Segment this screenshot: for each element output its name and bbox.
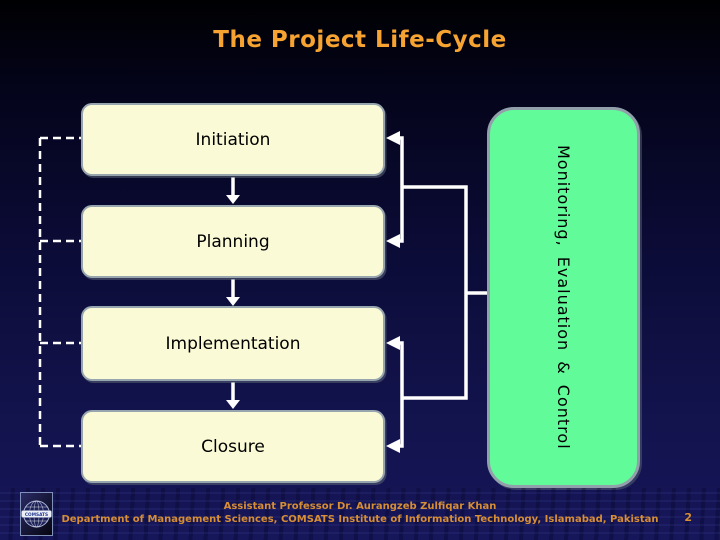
footer-credits: Assistant Professor Dr. Aurangzeb Zulfiq… (0, 500, 720, 526)
stage-box-initiation: Initiation (81, 103, 385, 176)
stage-box-implementation: Implementation (81, 306, 385, 381)
footer-line2: Department of Management Sciences, COMSA… (61, 514, 659, 525)
page-number: 2 (684, 511, 692, 524)
stage-label: Planning (196, 231, 270, 252)
comsats-logo-graphic: COMSATS (20, 492, 53, 536)
monitoring-connectors (397, 136, 488, 448)
stage-label: Implementation (165, 333, 301, 354)
stage-box-planning: Planning (81, 205, 385, 278)
monitoring-panel-label: Monitoring, Evaluation & Control (554, 145, 573, 450)
stage-box-closure: Closure (81, 410, 385, 483)
page-title: The Project Life-Cycle (213, 27, 507, 53)
footer-line1: Assistant Professor Dr. Aurangzeb Zulfiq… (223, 501, 497, 512)
stage-label: Initiation (195, 129, 271, 150)
dashed-feedback-bracket (38, 136, 81, 448)
comsats-logo: COMSATS (20, 492, 53, 536)
footer-band (0, 488, 720, 540)
left-arrowheads (386, 131, 400, 453)
monitoring-panel: Monitoring, Evaluation & Control (487, 107, 640, 488)
stage-label: Closure (201, 436, 265, 457)
logo-text: COMSATS (25, 512, 48, 518)
